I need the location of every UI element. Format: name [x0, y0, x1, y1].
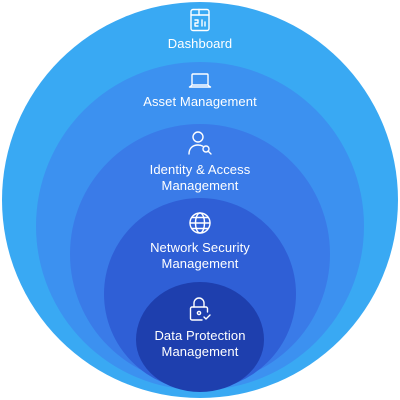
- layer-dashboard: Dashboard: [0, 8, 400, 52]
- layer-data-protection-management: Data Protection Management: [0, 296, 400, 360]
- dashboard-icon: [190, 8, 210, 32]
- user-key-icon: [188, 131, 212, 155]
- layer-asset-management: Asset Management: [0, 72, 400, 110]
- layer-label: Dashboard: [167, 36, 233, 51]
- layer-label: Asset Management: [143, 94, 257, 109]
- layer-label: Identity & Access Management: [149, 162, 251, 193]
- layer-label: Data Protection Management: [154, 328, 246, 359]
- layer-network-security-management: Network Security Management: [0, 211, 400, 272]
- lock-check-icon: [189, 297, 211, 321]
- layer-identity-access-management: Identity & Access Management: [0, 130, 400, 194]
- ring-data-protection-management: [136, 282, 264, 392]
- globe-icon: [189, 212, 211, 234]
- laptop-icon: [188, 73, 212, 88]
- layer-label: Network Security Management: [150, 240, 250, 271]
